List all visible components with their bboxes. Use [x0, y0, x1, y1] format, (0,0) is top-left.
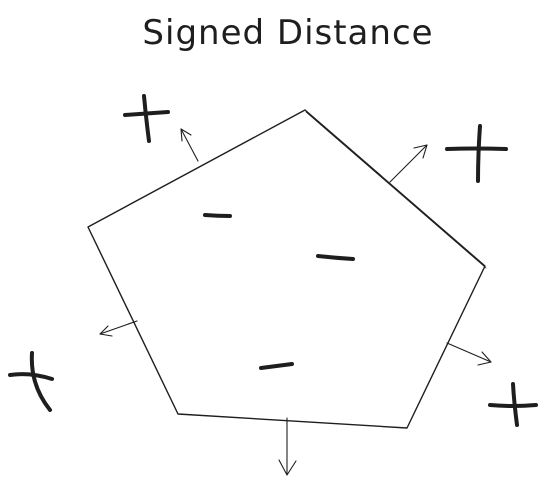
normal-arrow-top-left: [180, 128, 199, 162]
plus-sign-top-left: +: [123, 94, 170, 143]
normal-arrow-top-right: [389, 144, 428, 183]
plus-sign-bottom-right: +: [488, 382, 538, 427]
svg-text:+: +: [140, 118, 141, 121]
minus-sign-right: −: [316, 254, 355, 261]
pentagon-shape: [87, 109, 487, 429]
minus-sign-bottom: −: [259, 362, 294, 370]
svg-text:+: +: [30, 378, 31, 381]
diagram-title: Signed Distance: [142, 13, 433, 53]
normal-arrow-left: [99, 320, 138, 337]
minus-sign-upper-left: −: [203, 213, 232, 218]
plus-sign-left: +: [8, 351, 54, 412]
plus-sign-top-right: +: [445, 124, 508, 183]
normal-arrow-right: [446, 342, 492, 366]
normal-arrow-bottom: [278, 417, 297, 476]
